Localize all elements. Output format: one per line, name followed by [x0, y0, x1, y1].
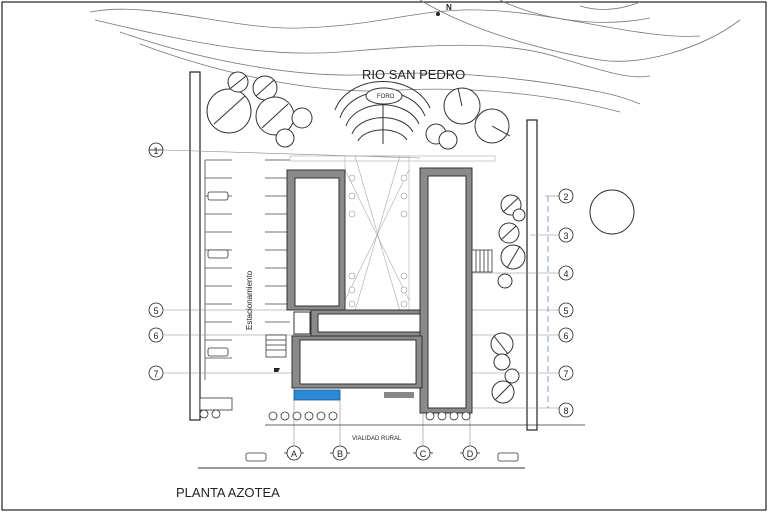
pool [293, 389, 341, 401]
stairs [265, 249, 493, 358]
axis-label-C: C [420, 449, 427, 459]
axis-label-6-right: 6 [563, 331, 568, 341]
axis-label-5-right: 5 [563, 306, 568, 316]
column-markers [348, 174, 408, 308]
axis-label-7-left: 7 [153, 369, 158, 379]
parked-cars [199, 191, 519, 462]
axis-label-8: 8 [563, 406, 568, 416]
plan-title: PLANTA AZOTEA [176, 485, 280, 500]
left-boundary-wall [189, 71, 201, 421]
axis-bubble-6-left [148, 327, 164, 343]
axis-bubble-5-left [148, 302, 164, 318]
axis-bubble-7-left [148, 365, 164, 381]
north-label: N [446, 3, 452, 12]
axis-label-6-left: 6 [153, 331, 158, 341]
column-axis-bubbles [284, 445, 480, 461]
axis-label-2: 2 [563, 192, 568, 202]
right-boundary-wall [526, 119, 538, 431]
trees-south [199, 409, 471, 421]
axis-label-5-left: 5 [153, 306, 158, 316]
road-label: VIALIDAD RURAL [352, 436, 402, 442]
axis-label-4: 4 [563, 269, 568, 279]
axis-label-7-right: 7 [563, 369, 568, 379]
foro-amphitheatre [334, 80, 431, 144]
trees-east [490, 194, 526, 404]
row-axis-bubbles-left [148, 142, 164, 381]
axis-label-1: 1 [153, 146, 158, 156]
axis-label-3: 3 [563, 231, 568, 241]
axis-label-B: B [337, 449, 343, 459]
axis-label-A: A [291, 449, 297, 459]
parking-label: Estacionamiento [245, 270, 254, 330]
foro-label: FORO [377, 94, 395, 100]
trees-north [206, 71, 635, 235]
courtyard-structure [289, 155, 496, 312]
river-label: RIO SAN PEDRO [362, 67, 465, 82]
topographic-lines [89, 0, 741, 113]
row-axis-bubbles-right [558, 188, 574, 418]
building-roofs [286, 167, 473, 414]
north-arrow: N [436, 3, 452, 16]
axis-label-D: D [467, 449, 474, 459]
axis-bubble-1 [148, 142, 164, 158]
